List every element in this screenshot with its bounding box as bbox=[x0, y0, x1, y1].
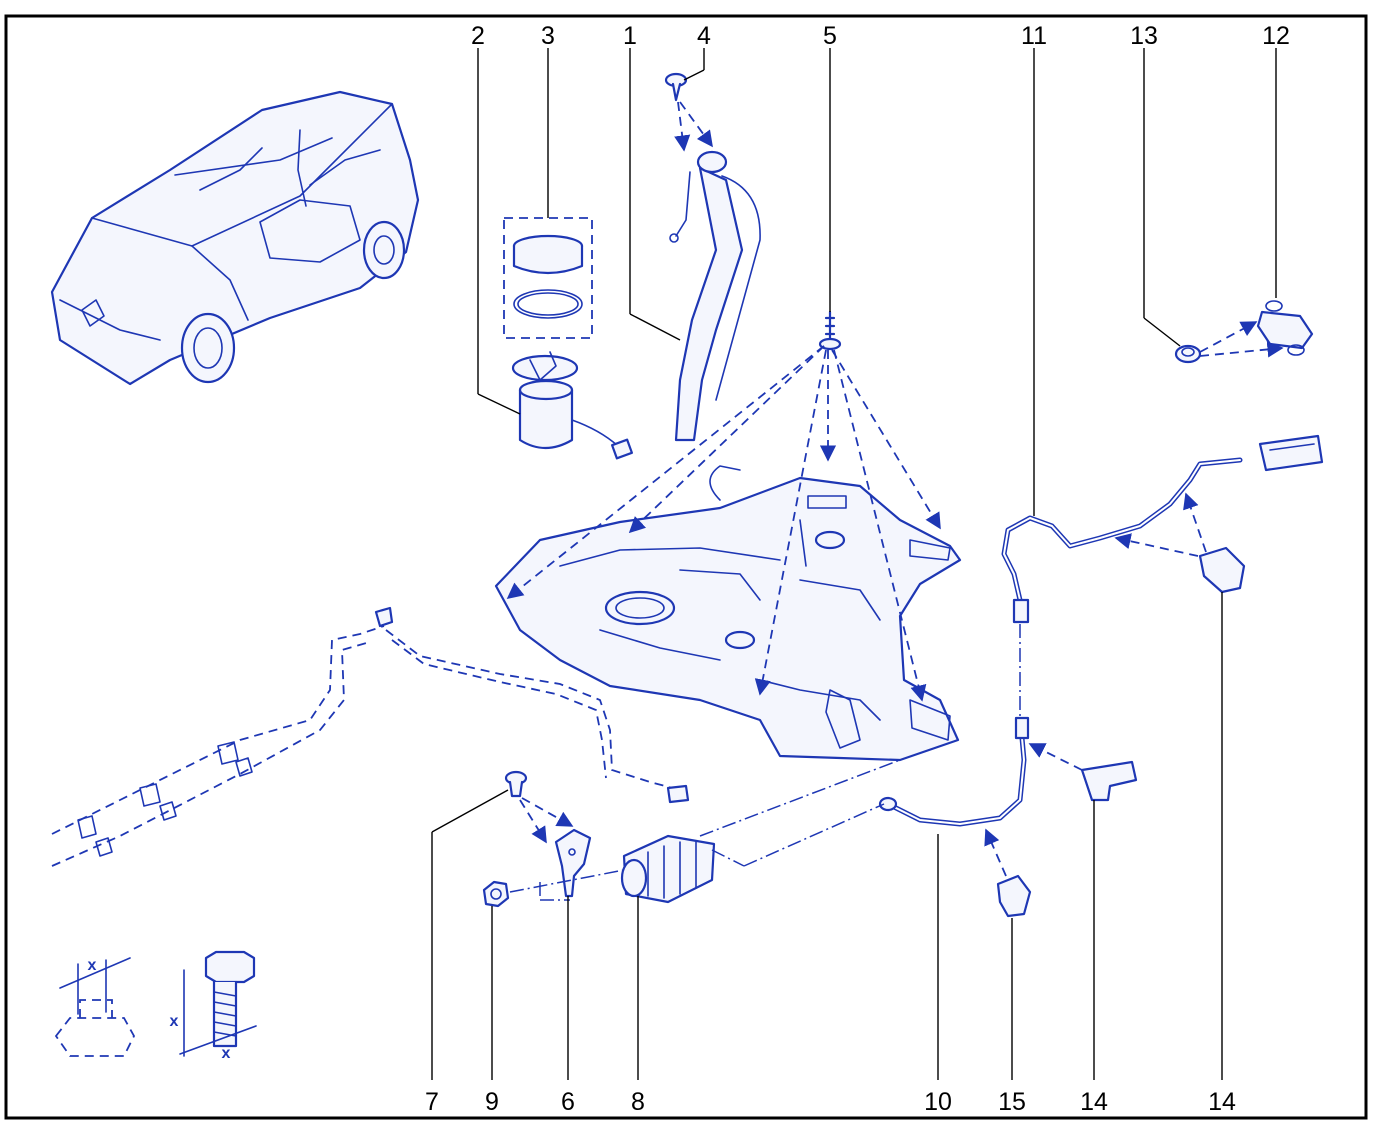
assembly-arrows bbox=[506, 101, 1284, 901]
clip-12 bbox=[1256, 300, 1314, 356]
vapour-pipe-10 bbox=[878, 716, 1030, 827]
fuel-tank bbox=[494, 465, 962, 762]
pump-lock-ring-assembly bbox=[503, 217, 593, 339]
grommet-13 bbox=[1174, 344, 1202, 364]
canister-bracket bbox=[554, 828, 592, 898]
callout-3: 3 bbox=[541, 22, 555, 50]
bolt-length-mark: x bbox=[170, 1013, 179, 1030]
mounting-bolt bbox=[504, 770, 528, 798]
callout-2: 2 bbox=[471, 22, 485, 50]
callout-7: 7 bbox=[425, 1088, 439, 1116]
tank-mounting-stud bbox=[818, 310, 842, 351]
carbon-canister bbox=[620, 834, 716, 904]
callout-6: 6 bbox=[561, 1088, 575, 1116]
clip-15 bbox=[996, 874, 1032, 918]
nut-torque-detail: x bbox=[54, 957, 136, 1057]
vehicle-locator-illustration bbox=[50, 90, 420, 386]
vapour-pipe-11 bbox=[1001, 434, 1324, 624]
fuel-pump-module bbox=[511, 351, 634, 460]
callout-14-left: 14 bbox=[1080, 1088, 1108, 1116]
callout-13: 13 bbox=[1130, 22, 1158, 50]
callout-10: 10 bbox=[924, 1088, 952, 1116]
bolt-width-mark: x bbox=[222, 1045, 231, 1062]
callout-leaders bbox=[431, 48, 1277, 1080]
callout-5: 5 bbox=[823, 22, 837, 50]
callout-14-right: 14 bbox=[1208, 1088, 1236, 1116]
callout-11: 11 bbox=[1021, 22, 1047, 50]
nut bbox=[482, 880, 510, 908]
callout-1: 1 bbox=[623, 22, 637, 50]
clip-14-lower bbox=[1080, 760, 1138, 802]
fuel-line-harness bbox=[51, 606, 690, 867]
callout-4: 4 bbox=[697, 22, 711, 50]
diagram-frame bbox=[4, 14, 1368, 1120]
filler-screw bbox=[664, 72, 688, 102]
callout-8: 8 bbox=[631, 1088, 645, 1116]
callout-12: 12 bbox=[1262, 22, 1290, 50]
clip-14-upper bbox=[1198, 546, 1246, 594]
callout-15: 15 bbox=[998, 1088, 1026, 1116]
callout-9: 9 bbox=[485, 1088, 499, 1116]
fuel-filler-neck bbox=[669, 150, 761, 442]
nut-width-mark: x bbox=[88, 957, 97, 974]
bolt-torque-detail: x x bbox=[170, 950, 257, 1062]
